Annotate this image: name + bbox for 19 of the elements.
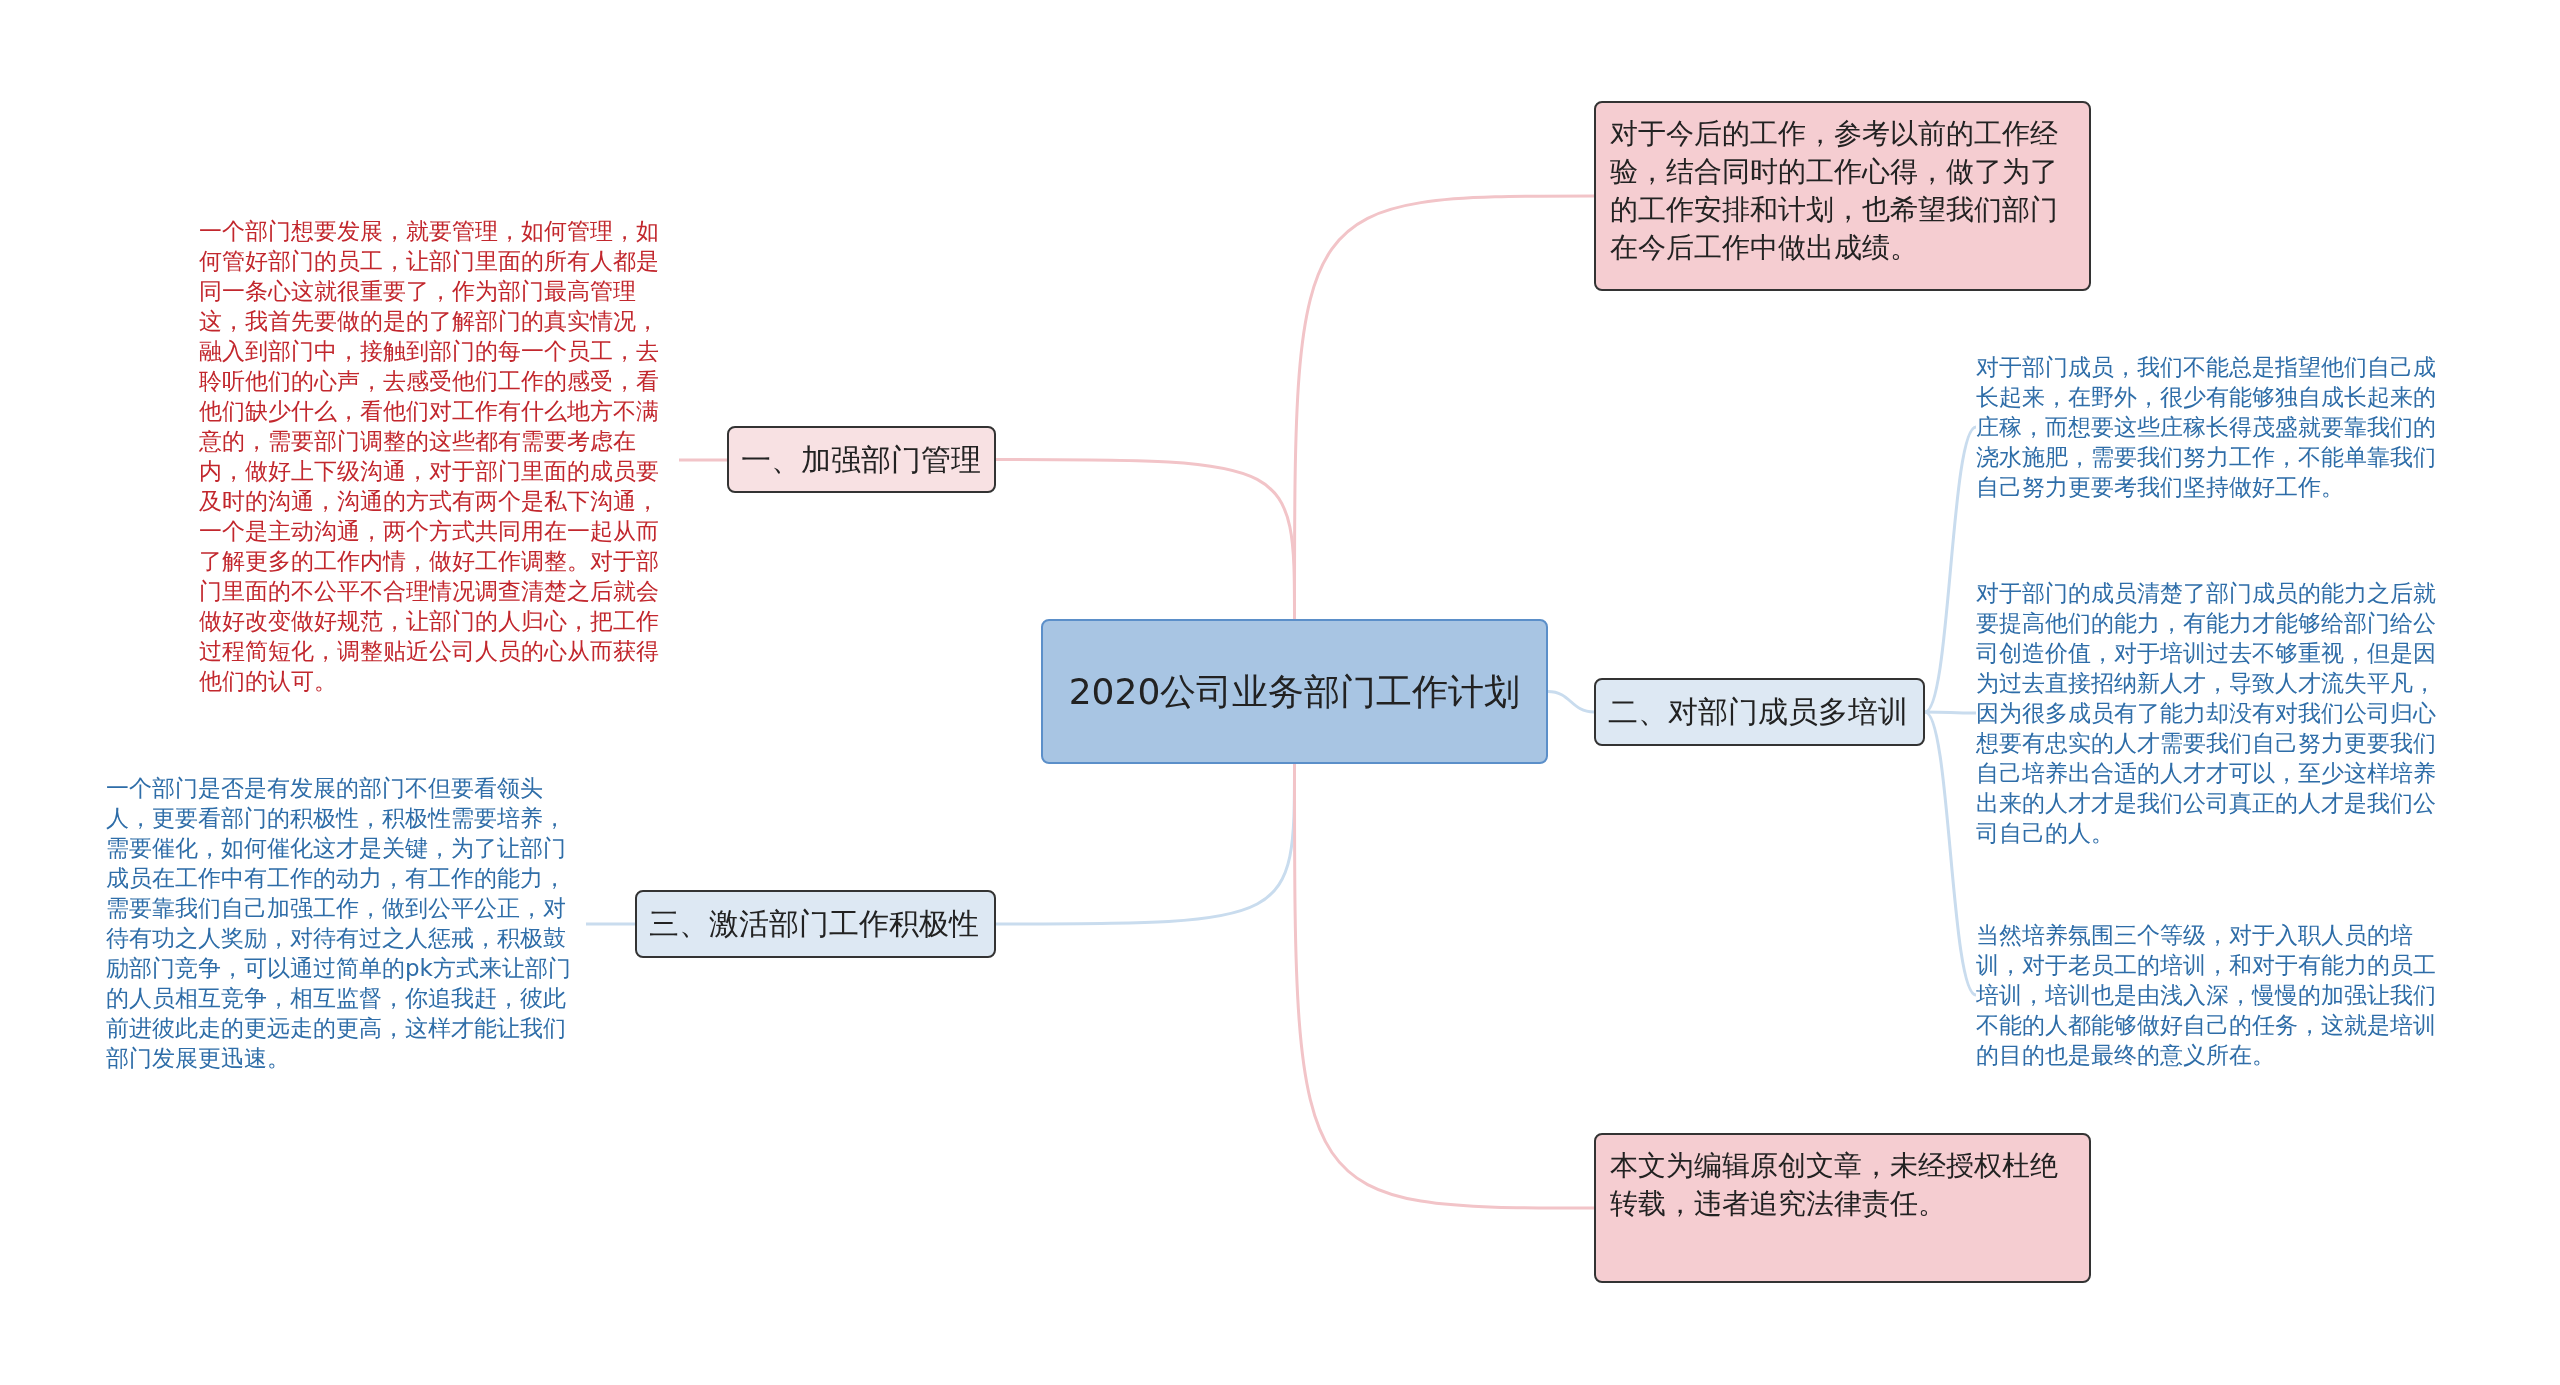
note-box: 本文为编辑原创文章，未经授权杜绝转载，违者追究法律责任。 xyxy=(1594,1133,2091,1283)
topic-box: 二、对部门成员多培训 xyxy=(1594,678,1925,746)
connector-line xyxy=(1547,690,1595,714)
connector-line xyxy=(586,922,635,926)
connector-line xyxy=(679,458,727,462)
paragraph-text: 当然培养氛围三个等级，对于入职人员的培训，对于老员工的培训，和对于有能力的员工培训，培训也是由浅入深，慢慢的加强让我们不能的人都能够做好自己的任务，这就是培训的目的也是最终的意义所在。 xyxy=(1976,920,2456,1070)
connector-line xyxy=(1923,425,1978,714)
topic-box: 一、加强部门管理 xyxy=(727,426,996,493)
connector-line xyxy=(996,458,1296,619)
connector-line xyxy=(1923,710,1978,997)
paragraph-text: 对于部门的成员清楚了部门成员的能力之后就要提高他们的能力，有能力才能够给部门给公司创造价值，对于培训过去不够重视，但是因为过去直接招纳新人才，导致人才流失平凡，因为很多成员有了能力却没有对我们公司归心想要有忠实的人才需要我们自己努力更要我们自己培养出合适的人才才可以，至少这样培养出来的人才才是我们公司真正的人才是我们公司自己的人。 xyxy=(1976,578,2456,848)
paragraph-text: 一个部门是否是有发展的部门不但要看领头人，更要看部门的积极性，积极性需要培养，需要催化，如何催化这才是关键，为了让部门成员在工作中有工作的动力，有工作的能力，需要靠我们自己加强工作，做到公平公正，对待有功之人奖励，对待有过之人惩戒，积极鼓励部门竞争，可以通过简单的pk方式来让部门的人员相互竞争，相互监督，你追我赶，彼此前进彼此走的更远走的更高，这样才能让我们部门发展更迅速。 xyxy=(106,773,586,1073)
connector-line xyxy=(1293,764,1594,1210)
paragraph-text: 对于部门成员，我们不能总是指望他们自己成长起来，在野外，很少有能够独自成长起来的庄稼，而想要这些庄稼长得茂盛就要靠我们的浇水施肥，需要我们努力工作，不能单靠我们自己努力更要考我们坚持做好工作。 xyxy=(1976,352,2456,502)
connector-line xyxy=(1925,710,1976,715)
topic-box: 三、激活部门工作积极性 xyxy=(635,890,996,958)
note-box: 对于今后的工作，参考以前的工作经验，结合同时的工作心得，做了为了的工作安排和计划，也希望我们部门在今后工作中做出成绩。 xyxy=(1594,101,2091,291)
paragraph-text: 一个部门想要发展，就要管理，如何管理，如何管好部门的员工，让部门里面的所有人都是同一条心这就很重要了，作为部门最高管理这，我首先要做的是的了解部门的真实情况，融入到部门中，接触到部门的每一个员工，去聆听他们的心声，去感受他们工作的感受，看他们缺少什么，看他们对工作有什么地方不满意的，需要部门调整的这些都有需要考虑在内，做好上下级沟通，对于部门里面的成员要及时的沟通，沟通的方式有两个是私下沟通，一个是主动沟通，两个方式共同用在一起从而了解更多的工作内情，做好工作调整。对于部门里面的不公平不合理情况调查清楚之后就会做好改变做好规范，让部门的人归心，把工作过程简短化，调整贴近公司人员的心从而获得他们的认可。 xyxy=(199,216,679,696)
central-topic-box: 2020公司业务部门工作计划 xyxy=(1041,619,1548,764)
